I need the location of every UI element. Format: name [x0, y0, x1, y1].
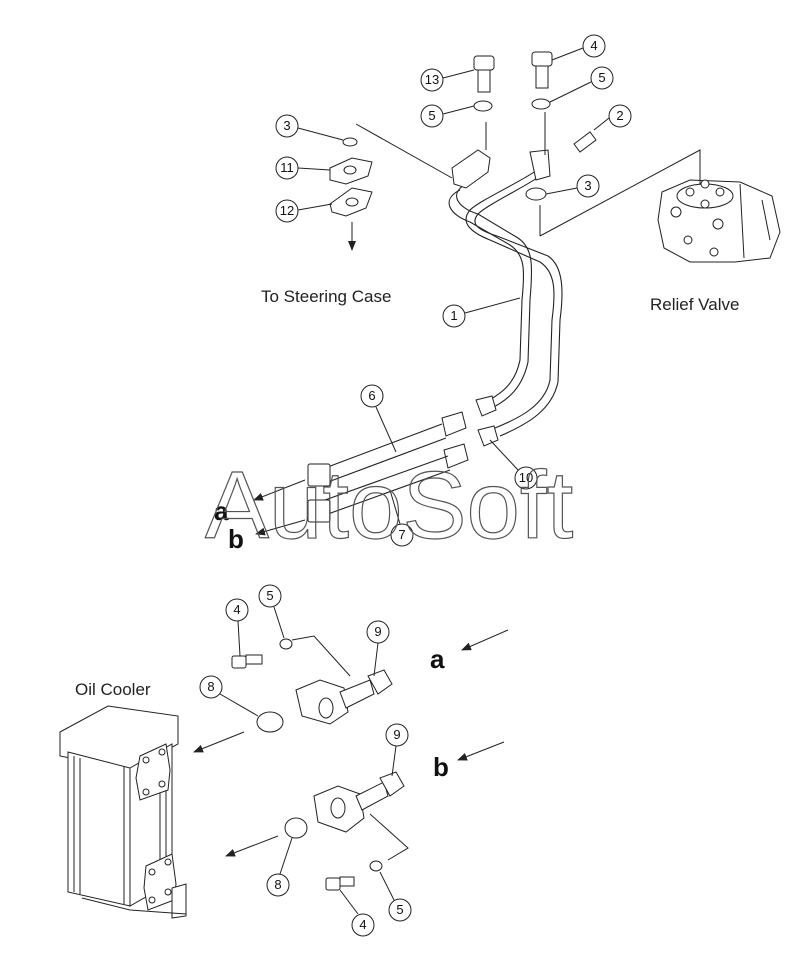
relief-valve-drawing [657, 179, 781, 263]
pipe-1 [441, 149, 563, 469]
hoses-6-7 [307, 423, 451, 523]
callout-5-topright: 5 [598, 70, 605, 85]
callout-1: 1 [450, 308, 457, 323]
callout-7: 7 [398, 527, 405, 542]
label-oil-cooler: Oil Cooler [75, 680, 151, 699]
callout-11: 11 [280, 160, 294, 175]
callout-3-right: 3 [584, 178, 591, 193]
callout-8-lower: 8 [274, 877, 281, 892]
elbow-9-lower [313, 771, 405, 833]
bolt-4-mid [231, 654, 263, 669]
callout-4-top: 4 [590, 38, 597, 53]
bolt-4-bottom [325, 876, 355, 891]
plug-2 [573, 131, 597, 153]
callouts-top: 13 4 5 5 2 3 3 11 12 1 6 7 10 [275, 34, 632, 547]
arrow-b-bottom [457, 741, 505, 761]
arrow-b-bottom-label: b [433, 752, 449, 782]
bolt-13-top [473, 55, 495, 112]
callout-3-left: 3 [283, 118, 290, 133]
leader-lines-bottom [291, 635, 409, 861]
callout-9-lower: 9 [393, 727, 400, 742]
label-relief-valve: Relief Valve [650, 295, 739, 314]
callout-9-upper: 9 [374, 624, 381, 639]
flange-11 [329, 157, 373, 185]
oil-cooler-drawing [59, 705, 187, 919]
leader-lines-top [355, 112, 701, 237]
elbow-9-upper [295, 669, 393, 725]
arrow-a-bottom [461, 629, 509, 651]
arrow-b-top [255, 519, 306, 536]
callout-10: 10 [519, 470, 533, 485]
arrow-a-top [253, 479, 306, 501]
washer-5-mid [279, 638, 293, 650]
callout-8-upper: 8 [207, 679, 214, 694]
label-steering-case: To Steering Case [261, 287, 391, 306]
arrow-cooler-upper [193, 731, 245, 753]
callout-4-bottom: 4 [359, 917, 366, 932]
watermark: AutoSoft [205, 452, 573, 559]
callout-2: 2 [616, 108, 623, 123]
arrow-a-bottom-label: a [430, 644, 445, 674]
callout-5-mid: 5 [266, 588, 273, 603]
callout-13: 13 [425, 72, 439, 87]
callouts-bottom: 4 5 9 8 9 8 4 5 [199, 584, 412, 937]
callout-4-mid: 4 [233, 602, 240, 617]
o-ring-3-right [525, 187, 547, 201]
arrow-b-top-label: b [228, 524, 244, 554]
bolt-4-top [531, 51, 553, 110]
o-ring-3-left [342, 137, 358, 147]
washer-5-bottom [369, 860, 383, 872]
o-ring-8-lower [284, 817, 308, 839]
arrow-a-top-label: a [214, 496, 229, 526]
callout-12: 12 [280, 203, 294, 218]
callout-6: 6 [368, 388, 375, 403]
callout-5-topleft: 5 [428, 108, 435, 123]
flange-12 [329, 187, 373, 217]
o-ring-8-upper [256, 711, 284, 733]
callout-5-bottom: 5 [396, 902, 403, 917]
arrow-cooler-lower [225, 835, 279, 857]
